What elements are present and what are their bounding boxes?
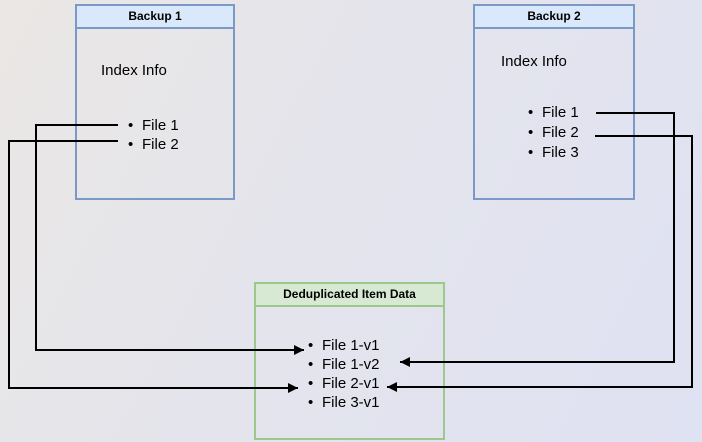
list-item: File 1-v1 bbox=[308, 336, 379, 355]
backup1-file-list: File 1 File 2 bbox=[128, 116, 179, 154]
list-item: File 1 bbox=[528, 103, 579, 123]
backup1-title: Backup 1 bbox=[77, 6, 233, 29]
list-item: File 2 bbox=[528, 123, 579, 143]
list-item: File 2 bbox=[128, 135, 179, 154]
list-item: File 3-v1 bbox=[308, 393, 379, 412]
backup1-box: Backup 1 Index Info File 1 File 2 bbox=[75, 4, 235, 200]
backup2-box: Backup 2 Index Info File 1 File 2 File 3 bbox=[473, 4, 635, 200]
backup2-index-info-label: Index Info bbox=[501, 53, 567, 70]
dedup-file-list: File 1-v1 File 1-v2 File 2-v1 File 3-v1 bbox=[308, 336, 379, 412]
dedup-title: Deduplicated Item Data bbox=[256, 284, 443, 307]
list-item: File 3 bbox=[528, 143, 579, 163]
backup2-file-list: File 1 File 2 File 3 bbox=[528, 103, 579, 163]
list-item: File 2-v1 bbox=[308, 374, 379, 393]
deduplicated-item-data-box: Deduplicated Item Data File 1-v1 File 1-… bbox=[254, 282, 445, 440]
list-item: File 1 bbox=[128, 116, 179, 135]
list-item: File 1-v2 bbox=[308, 355, 379, 374]
backup1-index-info-label: Index Info bbox=[101, 62, 167, 79]
backup2-title: Backup 2 bbox=[475, 6, 633, 29]
